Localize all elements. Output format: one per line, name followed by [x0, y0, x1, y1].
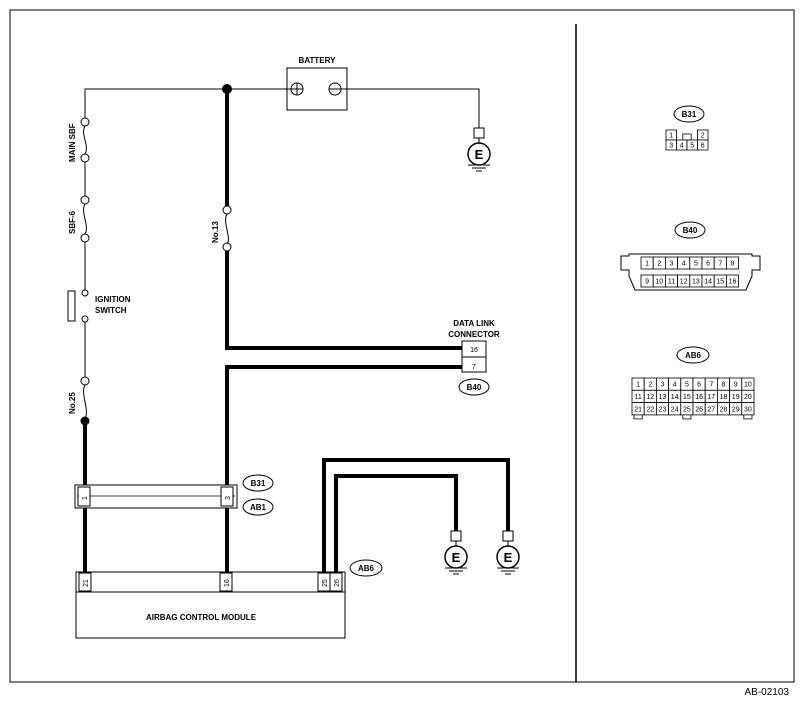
module-pin-25: 25 — [322, 579, 329, 587]
ab6-face-pin: 24 — [671, 406, 679, 413]
ab6-face-pin: 1 — [636, 382, 640, 389]
ab6-face-pin: 29 — [732, 406, 740, 413]
ground-label-module-1: E — [452, 550, 461, 565]
b40-face-tag — [674, 221, 706, 239]
b31-face-pin: 1 — [669, 133, 673, 140]
junction-dot — [222, 84, 232, 94]
ignition-label-1: IGNITION — [95, 295, 131, 304]
battery-label: BATTERY — [299, 56, 337, 65]
module-pin-26: 26 — [334, 579, 341, 587]
b31-face-tag-label: B31 — [682, 110, 697, 119]
ab6-face-pin: 26 — [695, 406, 703, 413]
b40-face-pin: 3 — [670, 261, 674, 268]
ab6-face-pin: 4 — [673, 382, 677, 389]
dlc-pin-7: 7 — [472, 364, 476, 371]
ab6-face-pin: 15 — [683, 394, 691, 401]
b40-face-pin: 7 — [718, 261, 722, 268]
module-label: AIRBAG CONTROL MODULE — [146, 613, 257, 622]
no25-label: No.25 — [68, 392, 77, 414]
dlc-label-1: DATA LINK — [453, 319, 495, 328]
airbag-module-box — [75, 591, 346, 639]
ab6-face-tag-label: AB6 — [685, 351, 702, 360]
b40-face-pin: 4 — [682, 261, 686, 268]
b31-face-pin: 3 — [669, 143, 673, 150]
dlc-pin-16: 16 — [470, 347, 478, 354]
ab6-face-pin: 19 — [732, 394, 740, 401]
ab6-face-pin: 20 — [744, 394, 752, 401]
b31-pin-3: 3 — [225, 496, 232, 500]
b31-face-pin: 5 — [690, 143, 694, 150]
airbag-module-connector — [75, 571, 346, 593]
sbf6-label: SBF-6 — [68, 210, 77, 234]
b31-tag — [242, 474, 274, 492]
b31-ab1-connector — [74, 484, 238, 509]
b40-face-pin: 11 — [668, 279, 675, 286]
b40-face-pin: 12 — [680, 279, 688, 286]
module-pin-21: 21 — [83, 579, 90, 587]
b40-face-pin: 8 — [731, 261, 735, 268]
b40-face-pin: 13 — [692, 279, 700, 286]
b31-face-pin: 4 — [680, 143, 684, 150]
ab6-face-pin: 28 — [720, 406, 728, 413]
ab6-face-pin: 13 — [659, 394, 667, 401]
b40-face-pin: 5 — [694, 261, 698, 268]
ignition-label-2: SWITCH — [95, 306, 127, 315]
ab6-face-pin: 7 — [709, 382, 713, 389]
outer-frame — [9, 9, 795, 683]
ab6-face-pin: 21 — [634, 406, 642, 413]
ab1-tag — [242, 498, 274, 516]
ab6-face-pin: 14 — [671, 394, 679, 401]
ab6-face-pin: 8 — [722, 382, 726, 389]
no13-label: No.13 — [211, 221, 220, 243]
ab6-face-pin: 17 — [707, 394, 715, 401]
ab6-face-pin: 6 — [697, 382, 701, 389]
b31-face-tag — [673, 105, 705, 123]
ab6-face-pin: 2 — [648, 382, 652, 389]
ab6-face-pin: 10 — [744, 382, 752, 389]
ab6-face-pin: 23 — [659, 406, 667, 413]
b40-face-pin: 1 — [645, 261, 649, 268]
ab6-tag-label: AB6 — [358, 564, 375, 573]
b40-tag — [458, 378, 490, 396]
b40-face-pin: 15 — [716, 279, 724, 286]
b40-face-pin: 16 — [729, 279, 737, 286]
b31-face-pin: 6 — [701, 143, 705, 150]
b40-face-pin: 6 — [706, 261, 710, 268]
ab6-face-pin: 27 — [707, 406, 715, 413]
ab6-face-pin: 3 — [661, 382, 665, 389]
ab6-face-pin: 18 — [720, 394, 728, 401]
b40-face-tag-label: B40 — [683, 226, 698, 235]
dlc-label-2: CONNECTOR — [448, 330, 500, 339]
ground-label-battery: E — [475, 147, 484, 162]
ab6-face-pin: 5 — [685, 382, 689, 389]
main-sbf-label: MAIN SBF — [68, 123, 77, 162]
ignition-switch-symbol — [67, 290, 76, 322]
ab6-face-tag — [676, 346, 710, 364]
b31-face-pin: 2 — [701, 133, 705, 140]
ab6-face-pin: 12 — [646, 394, 654, 401]
ground-label-module-2: E — [504, 550, 513, 565]
ab6-tag — [349, 559, 383, 577]
ab6-face-pin: 22 — [646, 406, 654, 413]
b40-face-pin: 2 — [657, 261, 661, 268]
ab6-face-pin: 30 — [744, 406, 752, 413]
ab6-face-pin: 9 — [734, 382, 738, 389]
ab6-face-pin: 16 — [695, 394, 703, 401]
b40-face-pin: 9 — [645, 279, 649, 286]
b31-tag-label: B31 — [251, 479, 266, 488]
b31-pin-1: 1 — [82, 496, 89, 500]
module-pin-16: 16 — [224, 579, 231, 587]
ab6-face-pin: 11 — [634, 394, 641, 401]
b40-face-pin: 10 — [655, 279, 663, 286]
b40-tag-label: B40 — [467, 383, 482, 392]
ab6-face-pin: 25 — [683, 406, 691, 413]
b40-face-pin: 14 — [704, 279, 712, 286]
ab1-tag-label: AB1 — [250, 503, 267, 512]
figure-id: AB-02103 — [745, 687, 790, 698]
